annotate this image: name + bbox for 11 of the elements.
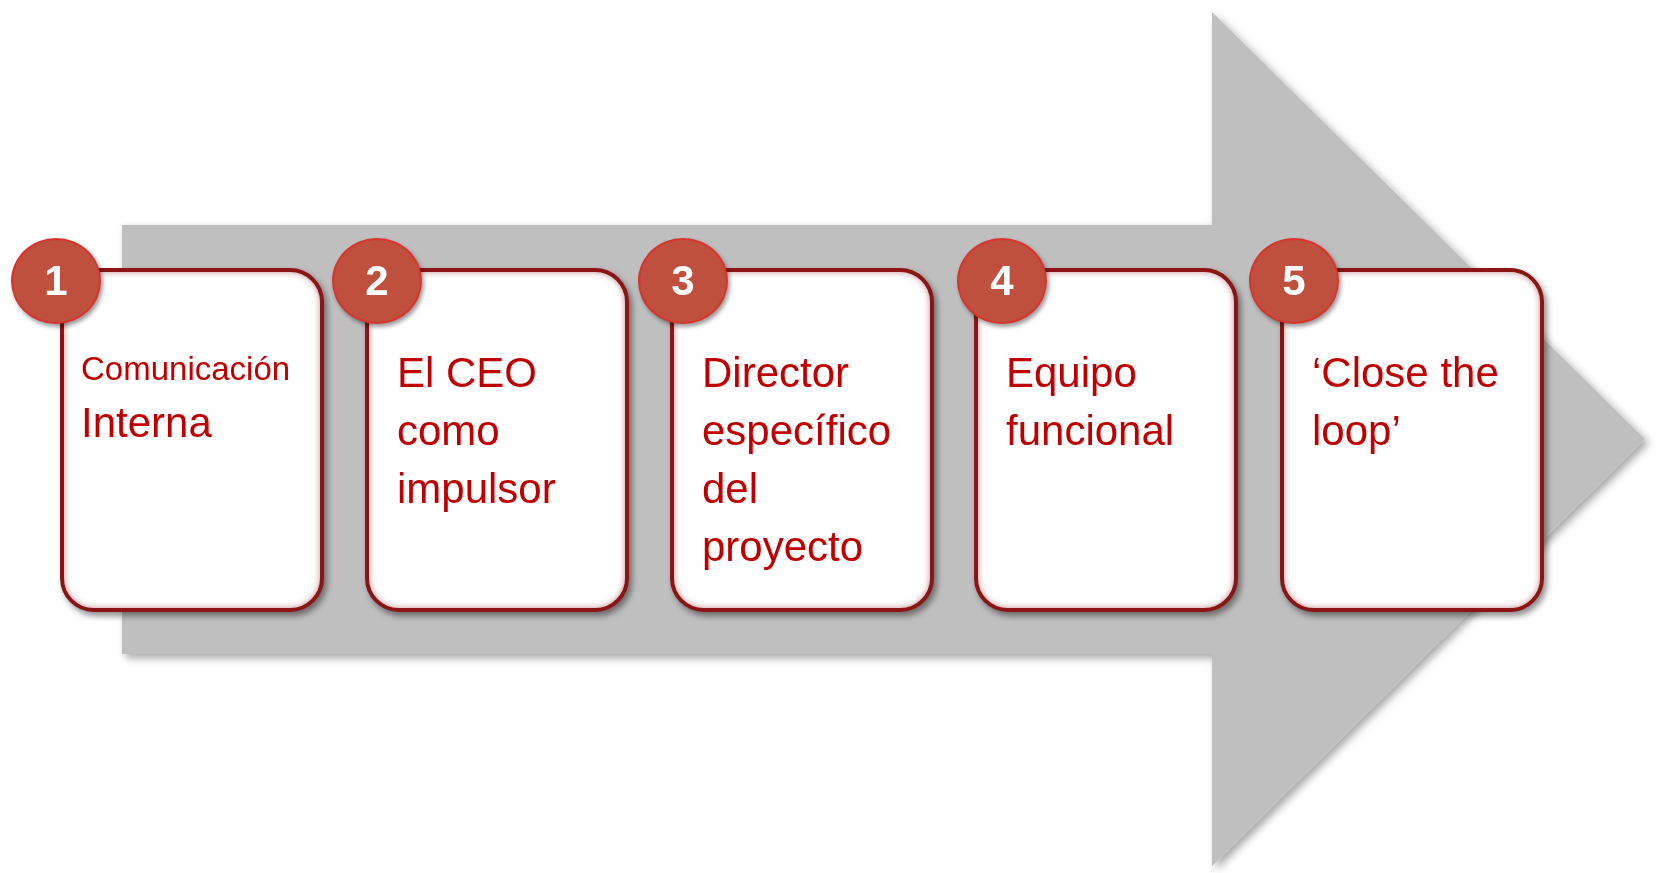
step-label: Interna: [81, 398, 213, 448]
step-label: Director específico del proyecto: [702, 348, 893, 572]
step-card: [365, 268, 629, 612]
step-number-badge: 1: [11, 238, 101, 324]
step-card: [670, 268, 934, 612]
step-label: ‘Close the loop’: [1312, 348, 1500, 456]
step-label: El CEO como impulsor: [397, 348, 557, 514]
step-label: Equipo funcional: [1006, 348, 1176, 456]
step-card: [1280, 268, 1544, 612]
step-label: Comunicación: [81, 349, 292, 389]
step-card: [974, 268, 1238, 612]
